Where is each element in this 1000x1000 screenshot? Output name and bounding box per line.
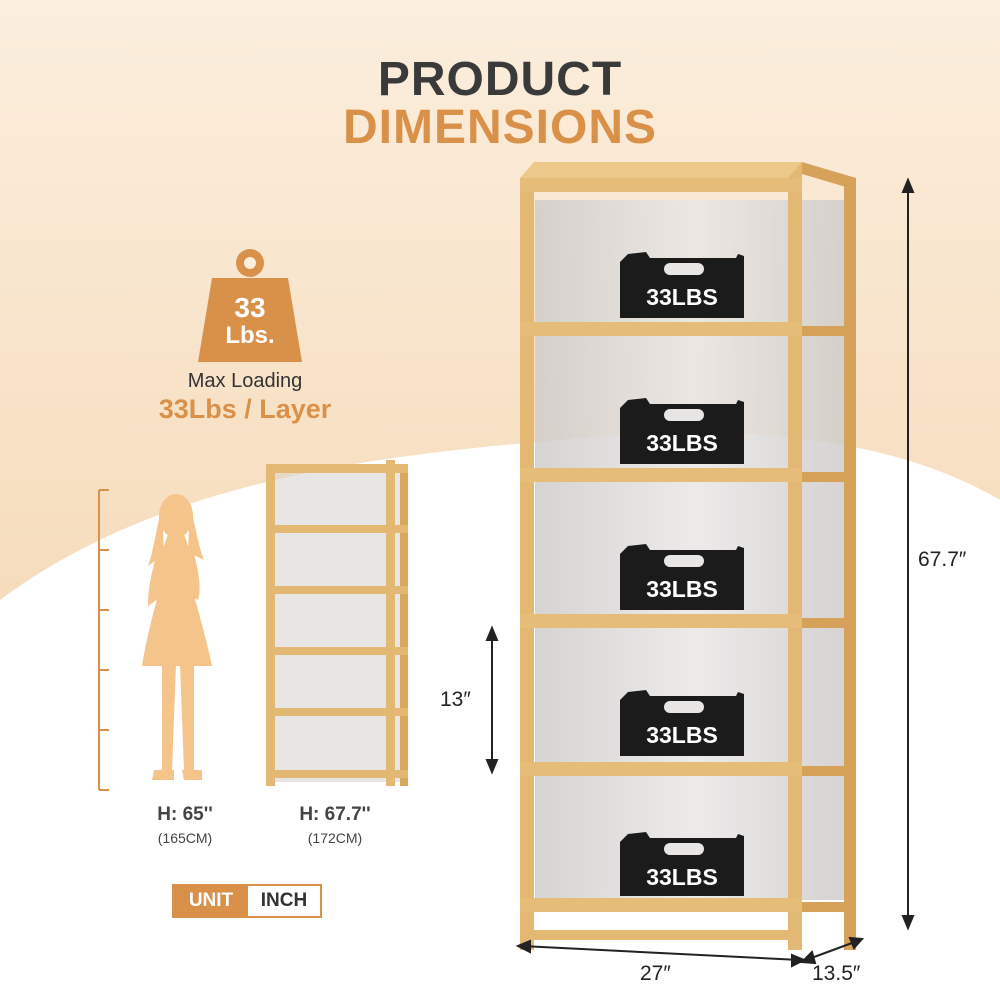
weight-label: 33LBS xyxy=(646,284,718,310)
height-dimension-label: 67.7″ xyxy=(918,548,967,571)
weight-label: 33LBS xyxy=(646,864,718,890)
unit-toggle: UNIT INCH xyxy=(172,884,322,918)
weight-label: 33LBS xyxy=(646,722,718,748)
weight-unit: Lbs. xyxy=(225,322,275,349)
weight-5-icon: 33LBS xyxy=(620,832,744,896)
max-loading-caption: Max Loading xyxy=(187,370,303,392)
weight-label: 33LBS xyxy=(646,430,718,456)
title-line-1: PRODUCT xyxy=(377,53,623,106)
weight-value: 33 xyxy=(234,292,266,323)
unit-value: INCH xyxy=(260,890,308,911)
shelf-height-cm: (172CM) xyxy=(307,830,363,846)
person-height-cm: (165CM) xyxy=(157,830,213,846)
weight-label: 33LBS xyxy=(646,576,718,602)
max-loading-spec: 33Lbs / Layer xyxy=(158,394,332,424)
shelf-gap-label: 13″ xyxy=(440,688,471,711)
unit-label: UNIT xyxy=(174,886,248,916)
shelf-small-image xyxy=(266,460,408,786)
shelf-frame xyxy=(520,162,856,950)
weight-1-icon: 33LBS xyxy=(620,252,744,318)
height-ruler xyxy=(98,489,109,791)
title-line-2: DIMENSIONS xyxy=(342,101,658,154)
person-silhouette-icon xyxy=(142,494,212,780)
person-height-label: H: 65'' xyxy=(157,804,213,825)
weight-4-icon: 33LBS xyxy=(620,690,744,756)
shelf-main-image: 33LBS 33LBS 33LBS 33LBS 33LBS xyxy=(520,162,856,950)
weight-2-icon: 33LBS xyxy=(620,398,744,464)
width-dimension-label: 27″ xyxy=(640,962,671,985)
depth-dimension-label: 13.5″ xyxy=(812,962,861,985)
weight-icon xyxy=(198,249,302,362)
shelf-height-label: H: 67.7'' xyxy=(299,804,371,825)
weight-3-icon: 33LBS xyxy=(620,544,744,610)
